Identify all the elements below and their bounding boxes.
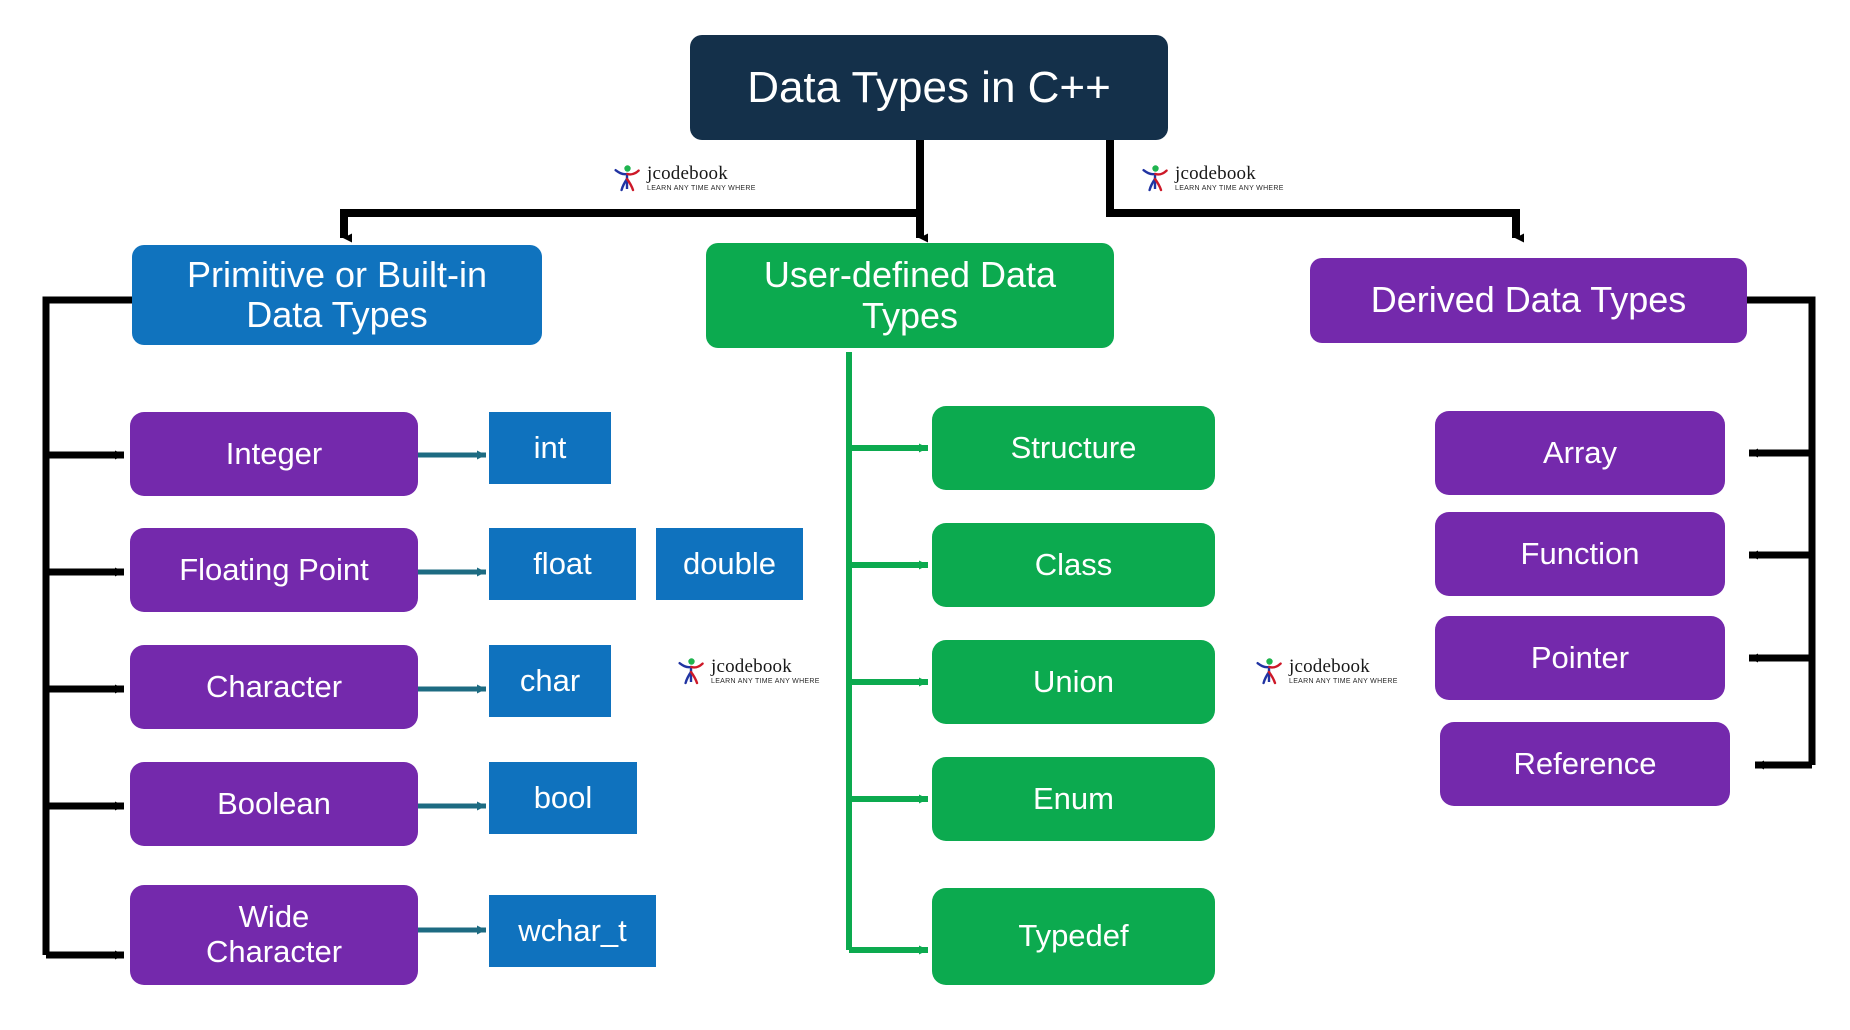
primitive-keyword-double: double <box>656 528 803 600</box>
user-defined-type-typedef: Typedef <box>932 888 1215 985</box>
watermark-logo-middle-right: jcodebook LEARN ANY TIME ANY WHERE <box>1254 656 1398 686</box>
watermark-tagline: LEARN ANY TIME ANY WHERE <box>647 185 756 192</box>
watermark-logo-top-right: jcodebook LEARN ANY TIME ANY WHERE <box>1140 163 1284 193</box>
derived-type-pointer: Pointer <box>1435 616 1725 700</box>
jcodebook-figure-icon <box>1142 165 1168 192</box>
primitive-type-wide-character: Wide Character <box>130 885 418 985</box>
primitive-type-floating-point: Floating Point <box>130 528 418 612</box>
primitive-keyword-wchar-t: wchar_t <box>489 895 656 967</box>
primitive-keyword-char: char <box>489 645 611 717</box>
user-defined-type-structure: Structure <box>932 406 1215 490</box>
watermark-logo-top-left: jcodebook LEARN ANY TIME ANY WHERE <box>612 163 756 193</box>
watermark-tagline: LEARN ANY TIME ANY WHERE <box>1289 678 1398 685</box>
user-defined-type-enum: Enum <box>932 757 1215 841</box>
primitive-keyword-int: int <box>489 412 611 484</box>
watermark-name: jcodebook <box>1289 656 1370 677</box>
watermark-tagline: LEARN ANY TIME ANY WHERE <box>1175 185 1284 192</box>
watermark-tagline: LEARN ANY TIME ANY WHERE <box>711 678 820 685</box>
watermark-logo-middle-left: jcodebook LEARN ANY TIME ANY WHERE <box>676 656 820 686</box>
derived-type-function: Function <box>1435 512 1725 596</box>
primitive-keyword-bool: bool <box>489 762 637 834</box>
watermark-name: jcodebook <box>647 163 728 184</box>
user-defined-type-class: Class <box>932 523 1215 607</box>
primitive-keyword-float: float <box>489 528 636 600</box>
watermark-name: jcodebook <box>711 656 792 677</box>
jcodebook-figure-icon <box>1256 658 1282 685</box>
category-node-user-defined: User-defined Data Types <box>706 243 1114 348</box>
user-defined-type-union: Union <box>932 640 1215 724</box>
category-node-primitive: Primitive or Built-in Data Types <box>132 245 542 345</box>
primitive-type-boolean: Boolean <box>130 762 418 846</box>
primitive-type-character: Character <box>130 645 418 729</box>
derived-type-array: Array <box>1435 411 1725 495</box>
jcodebook-figure-icon <box>614 165 640 192</box>
primitive-type-integer: Integer <box>130 412 418 496</box>
derived-type-reference: Reference <box>1440 722 1730 806</box>
diagram-title-node: Data Types in C++ <box>690 35 1168 140</box>
jcodebook-figure-icon <box>678 658 704 685</box>
watermark-name: jcodebook <box>1175 163 1256 184</box>
category-node-derived: Derived Data Types <box>1310 258 1747 343</box>
